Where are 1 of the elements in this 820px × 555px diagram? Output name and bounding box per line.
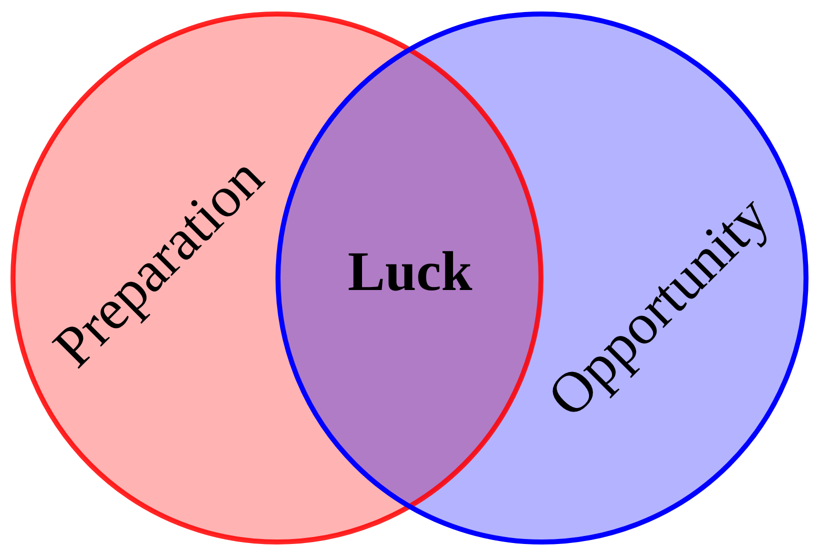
venn-label: Luck [348, 240, 472, 304]
